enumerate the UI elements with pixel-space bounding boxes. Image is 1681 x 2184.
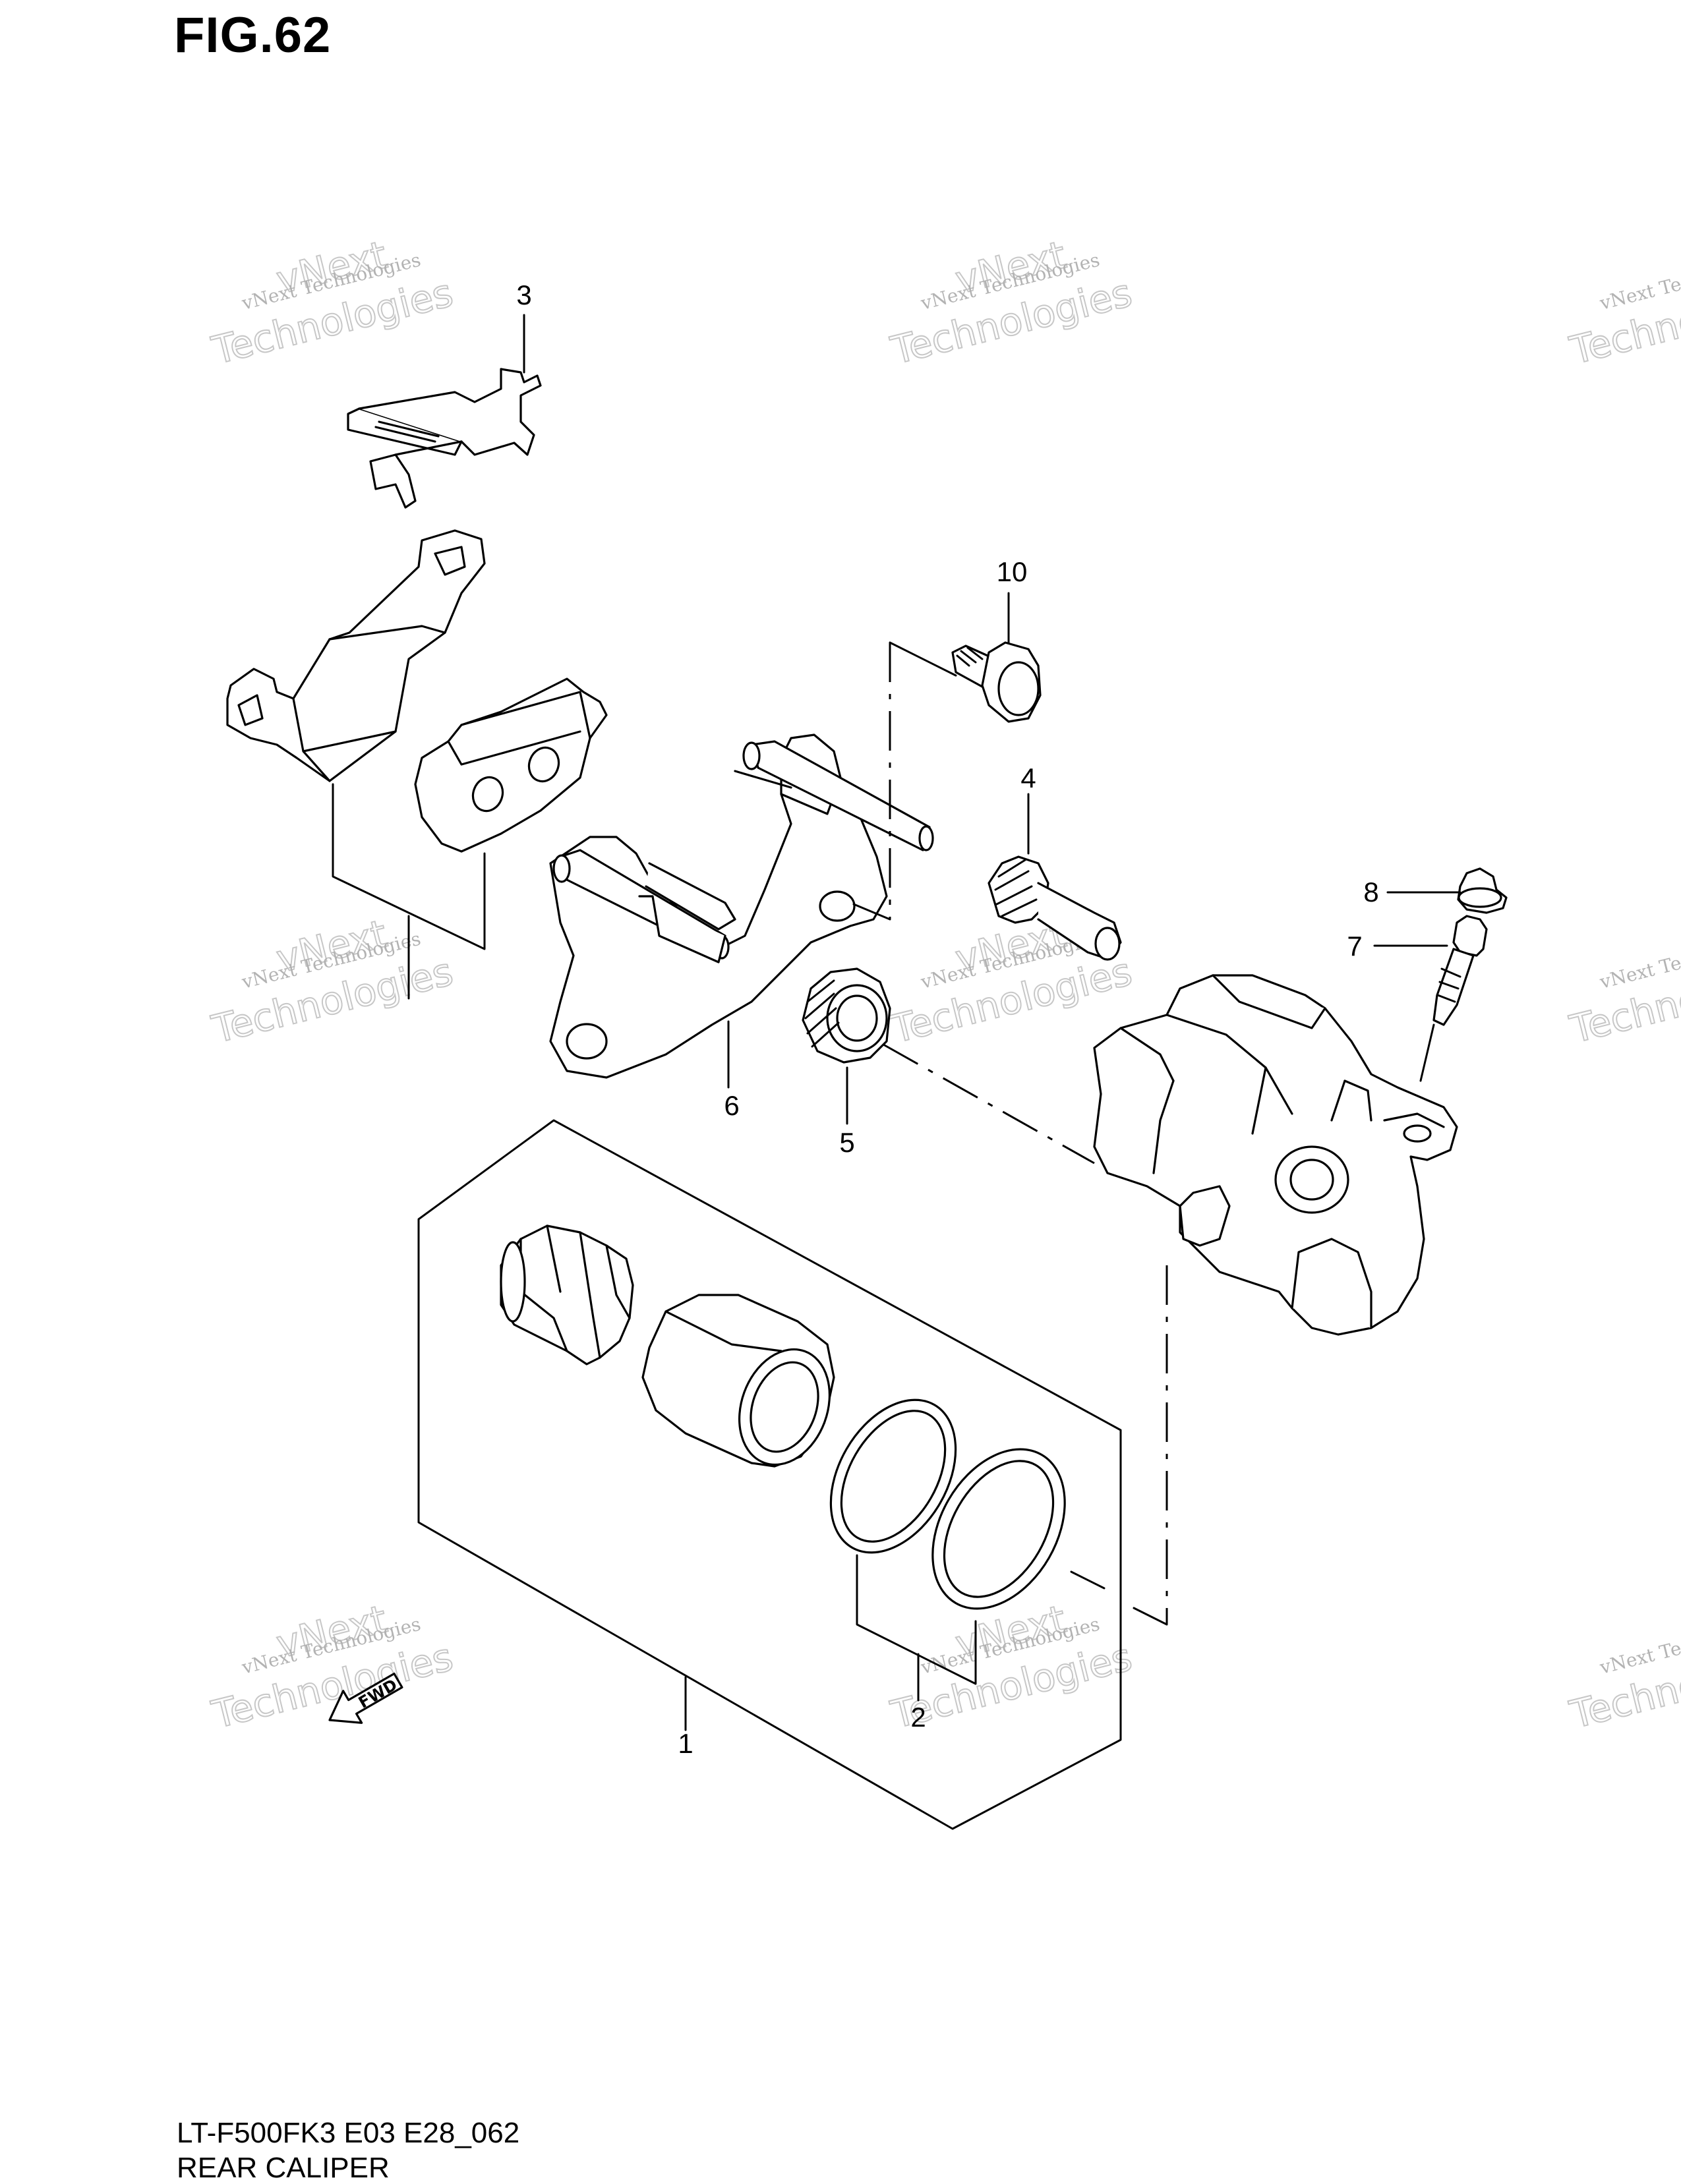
piston-dust-seal-part <box>500 1224 634 1365</box>
callout-3: 3 <box>516 279 531 310</box>
watermark-top-right: vNext Technologies Technologies <box>1565 248 1681 374</box>
watermark-top-left: vNext Technologies Technologies vNext <box>207 231 458 374</box>
pad-spring-part <box>347 368 542 509</box>
watermark-low-right: vNext Technologies Technologies <box>1565 1613 1681 1738</box>
dust-seal-ring-part <box>931 1448 1066 1610</box>
assembly-center-lines <box>852 641 1168 1626</box>
piston-seal-ring-part <box>829 1398 957 1554</box>
slide-pin-part <box>988 855 1122 961</box>
pad-leader-lines <box>332 783 486 1000</box>
callout-1: 1 <box>678 1728 693 1759</box>
callout-2: 2 <box>910 1702 926 1733</box>
watermark-top-center: vNext Technologies Technologies vNext <box>886 231 1137 374</box>
valve-leader-lines <box>1373 944 1448 1082</box>
callout-labels: 1 2 3 4 5 6 7 8 10 <box>516 279 1378 1759</box>
callout-8: 8 <box>1363 876 1378 907</box>
bleeder-valve-part <box>1432 915 1488 1026</box>
callout-6: 6 <box>724 1090 739 1121</box>
piston-kit-box <box>417 1119 1122 1830</box>
watermark-mid-right: vNext Technologies Technologies <box>1565 927 1681 1052</box>
figure-title: FIG.62 <box>174 7 332 63</box>
assembly-name: REAR CALIPER <box>177 2152 390 2184</box>
model-code: LT-F500FK3 E03 E28_062 <box>177 2117 520 2149</box>
watermark-low-left: vNext Technologies Technologies vNext <box>207 1595 458 1738</box>
seal-leader-lines <box>856 1554 977 1702</box>
callout-7: 7 <box>1347 931 1362 962</box>
outer-brake-pad-part <box>226 529 486 782</box>
watermark-mid-left: vNext Technologies Technologies vNext <box>207 910 458 1052</box>
inner-brake-pad-part <box>414 677 608 853</box>
callout-5: 5 <box>839 1127 854 1158</box>
callout-10: 10 <box>997 556 1028 587</box>
pin-boot-part <box>802 967 891 1064</box>
caliper-body-part <box>1093 974 1458 1336</box>
callout-4: 4 <box>1020 762 1036 793</box>
bleeder-cap-part <box>1457 867 1508 914</box>
bracket-bolt-part <box>951 641 1042 723</box>
caliper-piston-part <box>641 1294 835 1468</box>
caliper-bracket-part <box>549 733 934 1079</box>
